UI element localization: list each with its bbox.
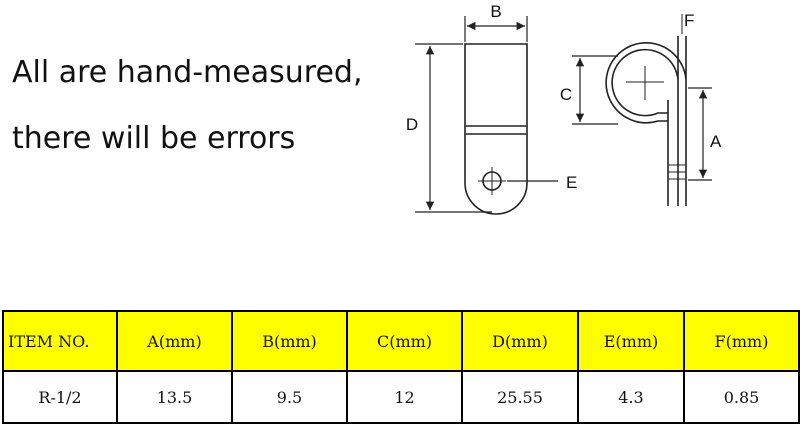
note-line-1: All are hand-measured, xyxy=(12,55,363,90)
cell-b: 9.5 xyxy=(231,370,348,424)
header-f: F(mm) xyxy=(683,310,800,372)
clamp-loop-inner xyxy=(611,36,679,117)
clamp-front-view xyxy=(464,43,528,215)
header-item-no: ITEM NO. xyxy=(2,310,118,372)
clamp-body-outline xyxy=(464,43,528,215)
dimension-c xyxy=(572,55,618,125)
header-e: E(mm) xyxy=(577,310,685,372)
note-line-2: there will be errors xyxy=(12,121,296,156)
spec-table: ITEM NO. A(mm) B(mm) C(mm) D(mm) E(mm) F… xyxy=(2,310,800,424)
clamp-side-view xyxy=(605,36,687,206)
dim-label-b: B xyxy=(490,2,501,21)
header-d: D(mm) xyxy=(461,310,579,372)
cell-a: 13.5 xyxy=(116,370,233,424)
header-c: C(mm) xyxy=(346,310,463,372)
table-row: R-1/2 13.5 9.5 12 25.55 4.3 0.85 xyxy=(2,370,800,424)
spec-table-header-row: ITEM NO. A(mm) B(mm) C(mm) D(mm) E(mm) F… xyxy=(2,310,800,372)
dim-label-e: E xyxy=(566,173,577,192)
dim-label-c: C xyxy=(560,85,572,104)
cell-f: 0.85 xyxy=(683,370,800,424)
cell-d: 25.55 xyxy=(461,370,579,424)
dimension-d xyxy=(415,43,492,213)
cell-e: 4.3 xyxy=(577,370,685,424)
dimension-b xyxy=(464,16,528,42)
clamp-loop-outer xyxy=(605,36,687,124)
dimension-a xyxy=(688,87,712,181)
cell-c: 12 xyxy=(346,370,463,424)
header-b: B(mm) xyxy=(231,310,348,372)
header-a: A(mm) xyxy=(116,310,233,372)
dim-label-d: D xyxy=(406,115,418,134)
clamp-diagram: B D E C F A xyxy=(406,2,722,215)
dim-label-a: A xyxy=(710,132,722,151)
cell-item-no: R-1/2 xyxy=(2,370,118,424)
dim-label-f: F xyxy=(684,11,694,30)
